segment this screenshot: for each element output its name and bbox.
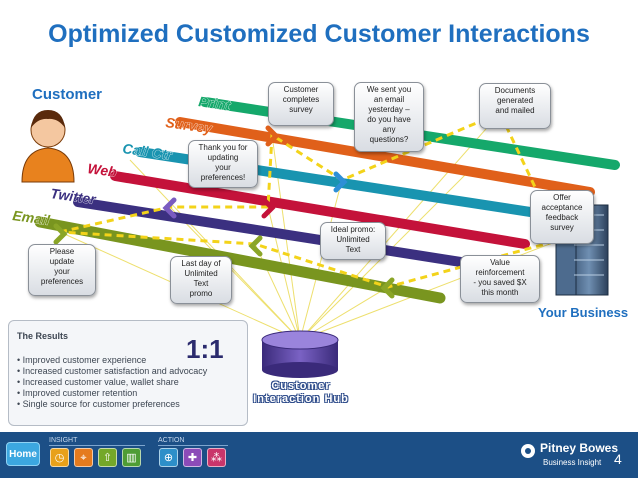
marker-web [261, 197, 276, 219]
business-label: Your Business [538, 305, 629, 320]
journey-path [59, 111, 563, 289]
clock-icon[interactable]: ◷ [50, 448, 69, 467]
results-panel: The Results Improved customer experience… [8, 320, 248, 426]
results-item: Improved customer retention [17, 388, 207, 399]
target-icon[interactable]: ⌖ [74, 448, 93, 467]
spoke-line [299, 179, 343, 341]
callout-thank-you: Thank you for updating your preferences! [188, 140, 258, 188]
callout-we-sent-email: We sent you an email yesterday – do you … [354, 82, 424, 152]
marker-survey [265, 125, 280, 147]
action-label: ACTION [158, 437, 185, 444]
spoke-line [169, 206, 301, 341]
results-title: The Results [17, 331, 69, 341]
home-arrow-icon[interactable]: ⇧ [98, 448, 117, 467]
channel-label-twitter: Twitter [50, 185, 99, 207]
callout-offer-acceptance: Offer acceptance feedback survey [530, 190, 594, 244]
page-title: Optimized Customized Customer Interactio… [48, 20, 590, 48]
journey-markers [53, 125, 395, 299]
results-list: Improved customer experience Increased c… [17, 355, 208, 410]
customer-interaction-hub-icon [261, 330, 339, 378]
customer-label: Customer [32, 86, 103, 103]
results-item: Improved customer experience [17, 355, 207, 366]
page-number: 4 [614, 451, 622, 467]
channel-label-email: Email [12, 207, 52, 228]
tube-twitter [73, 197, 485, 270]
marker-email [248, 235, 263, 257]
bar-chart-icon[interactable]: ▥ [122, 448, 141, 467]
globe-icon[interactable]: ⊕ [159, 448, 178, 467]
channel-label-print: Print [198, 93, 233, 113]
callout-ideal-promo: Ideal promo: Unlimited Text [320, 222, 386, 260]
pitney-bowes-logo-icon [520, 443, 536, 459]
customer-avatar [21, 110, 75, 183]
marker-email-2 [380, 277, 395, 299]
results-item: Increased customer value, wallet share [17, 377, 207, 388]
callout-value-reinforcement: Value reinforcement - you saved $X this … [460, 255, 540, 303]
brand-name: Pitney Bowes [540, 441, 619, 455]
channel-label-web: Web [87, 160, 119, 180]
brand-subtitle: Business Insight [543, 458, 602, 467]
callout-customer-completes-survey: Customer completes survey [268, 82, 334, 126]
insight-label: INSIGHT [49, 437, 78, 444]
marker-call-ctr [333, 171, 348, 193]
channel-label-call-ctr: Call Ctr [122, 140, 175, 163]
results-item: Increased customer satisfaction and advo… [17, 366, 208, 377]
callout-documents-generated: Documents generated and mailed [479, 83, 551, 129]
hub-label: Customer Interaction Hub [253, 380, 349, 405]
footer-bar [0, 432, 638, 478]
channel-label-survey: Survey [165, 114, 215, 137]
action-divider [158, 445, 228, 446]
insight-divider [49, 445, 145, 446]
network-icon[interactable]: ⁂ [207, 448, 226, 467]
tube-web [110, 171, 530, 249]
marker-email-start [53, 223, 68, 245]
callout-please-update: Please update your preferences [28, 244, 96, 296]
results-item: Single source for customer preferences [17, 399, 207, 410]
tube-survey [175, 117, 595, 197]
plus-icon[interactable]: ✚ [183, 448, 202, 467]
home-button[interactable]: Home [6, 442, 40, 466]
one-to-one-label: 1:1 [186, 334, 224, 364]
callout-last-day: Last day of Unlimited Text promo [170, 256, 232, 304]
marker-twitter [162, 197, 177, 219]
